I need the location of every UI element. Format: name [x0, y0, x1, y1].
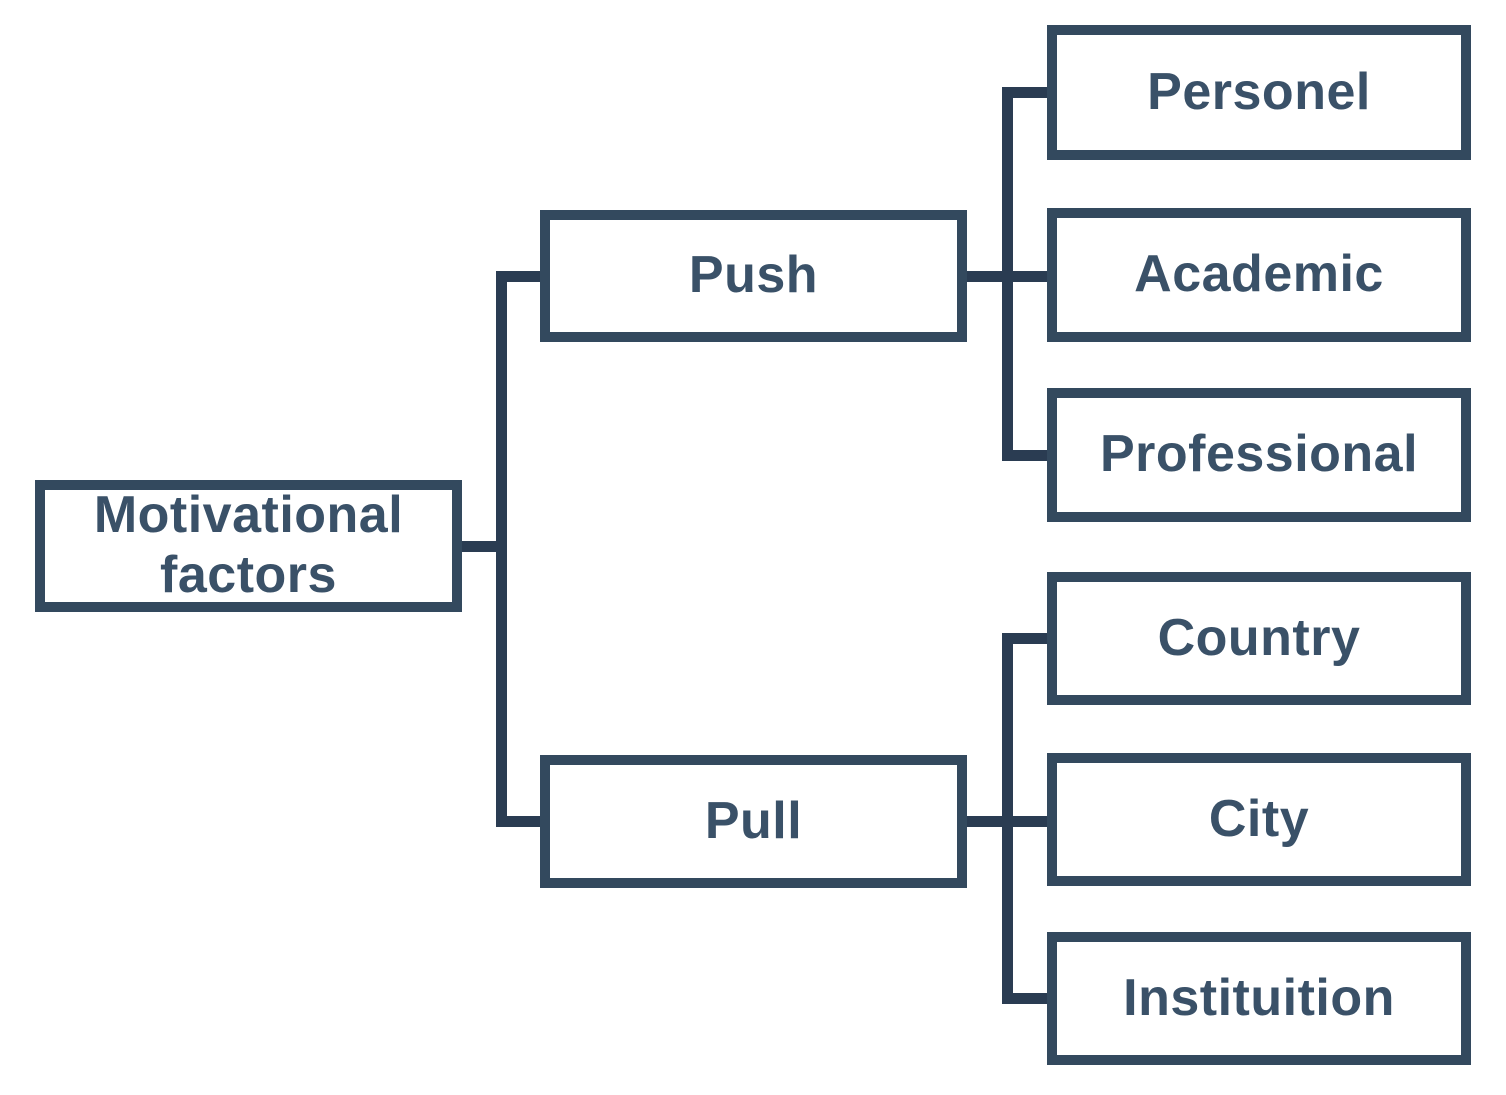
connector-trunk-push-children — [1002, 87, 1013, 461]
node-city: City — [1047, 753, 1471, 886]
node-push: Push — [540, 210, 967, 342]
connector-instituition-branch — [1013, 993, 1047, 1004]
connector-trunk-level1 — [496, 271, 507, 827]
connector-root-stub — [462, 541, 496, 552]
connector-country-branch — [1013, 633, 1047, 644]
connector-push-stub — [967, 271, 1002, 282]
node-motivational-factors: Motivational factors — [35, 480, 462, 612]
node-professional: Professional — [1047, 388, 1471, 522]
connector-pull-stub — [967, 816, 1002, 827]
node-country: Country — [1047, 572, 1471, 705]
connector-city-branch — [1013, 816, 1047, 827]
node-pull: Pull — [540, 755, 967, 888]
connector-trunk-pull-children — [1002, 633, 1013, 1004]
node-academic: Academic — [1047, 208, 1471, 342]
connector-academic-branch — [1013, 271, 1047, 282]
node-personel: Personel — [1047, 25, 1471, 160]
connector-push-branch — [507, 271, 540, 282]
connector-pull-branch — [507, 816, 540, 827]
connector-personel-branch — [1013, 87, 1047, 98]
connector-professional-branch — [1013, 450, 1047, 461]
node-instituition: Instituition — [1047, 932, 1471, 1065]
